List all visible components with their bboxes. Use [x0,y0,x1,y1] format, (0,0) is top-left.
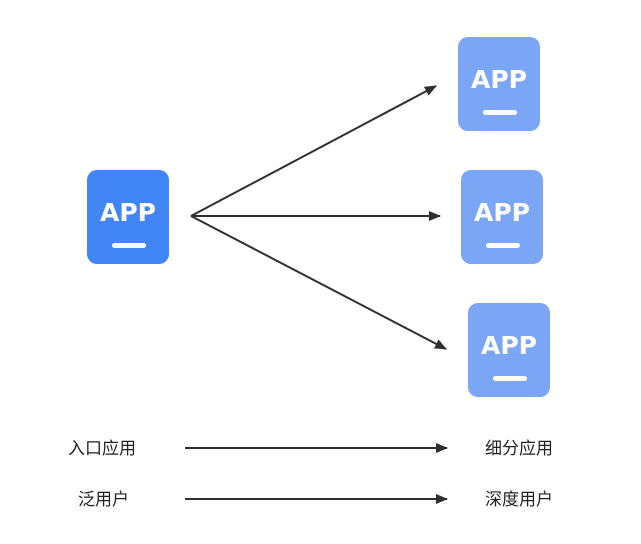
target-app-top-background [458,37,540,131]
legend-row1-left: 入口应用 [68,439,136,459]
source-app-label: APP [100,198,156,227]
target-app-middle-background [461,170,543,264]
target-app-icon-middle: APP [461,170,543,264]
target-app-bottom-underline [493,376,527,381]
legend-row1-right: 细分应用 [485,439,553,459]
source-app-background [87,170,169,264]
arrow-to-top-app [190,85,437,217]
target-app-middle-label: APP [474,198,530,227]
legend-row2-left: 泛用户 [78,490,129,510]
target-app-bottom-label: APP [481,331,537,360]
target-app-middle-underline [486,243,520,248]
source-app-icon: APP [87,170,169,264]
legend-row2-right: 深度用户 [485,490,553,510]
target-app-icon-top: APP [458,37,540,131]
arrow-to-bottom-app [190,215,447,350]
target-app-icon-bottom: APP [468,303,550,397]
source-app-underline [112,243,146,248]
target-app-bottom-background [468,303,550,397]
target-app-top-label: APP [471,65,527,94]
target-app-top-underline [483,110,517,115]
